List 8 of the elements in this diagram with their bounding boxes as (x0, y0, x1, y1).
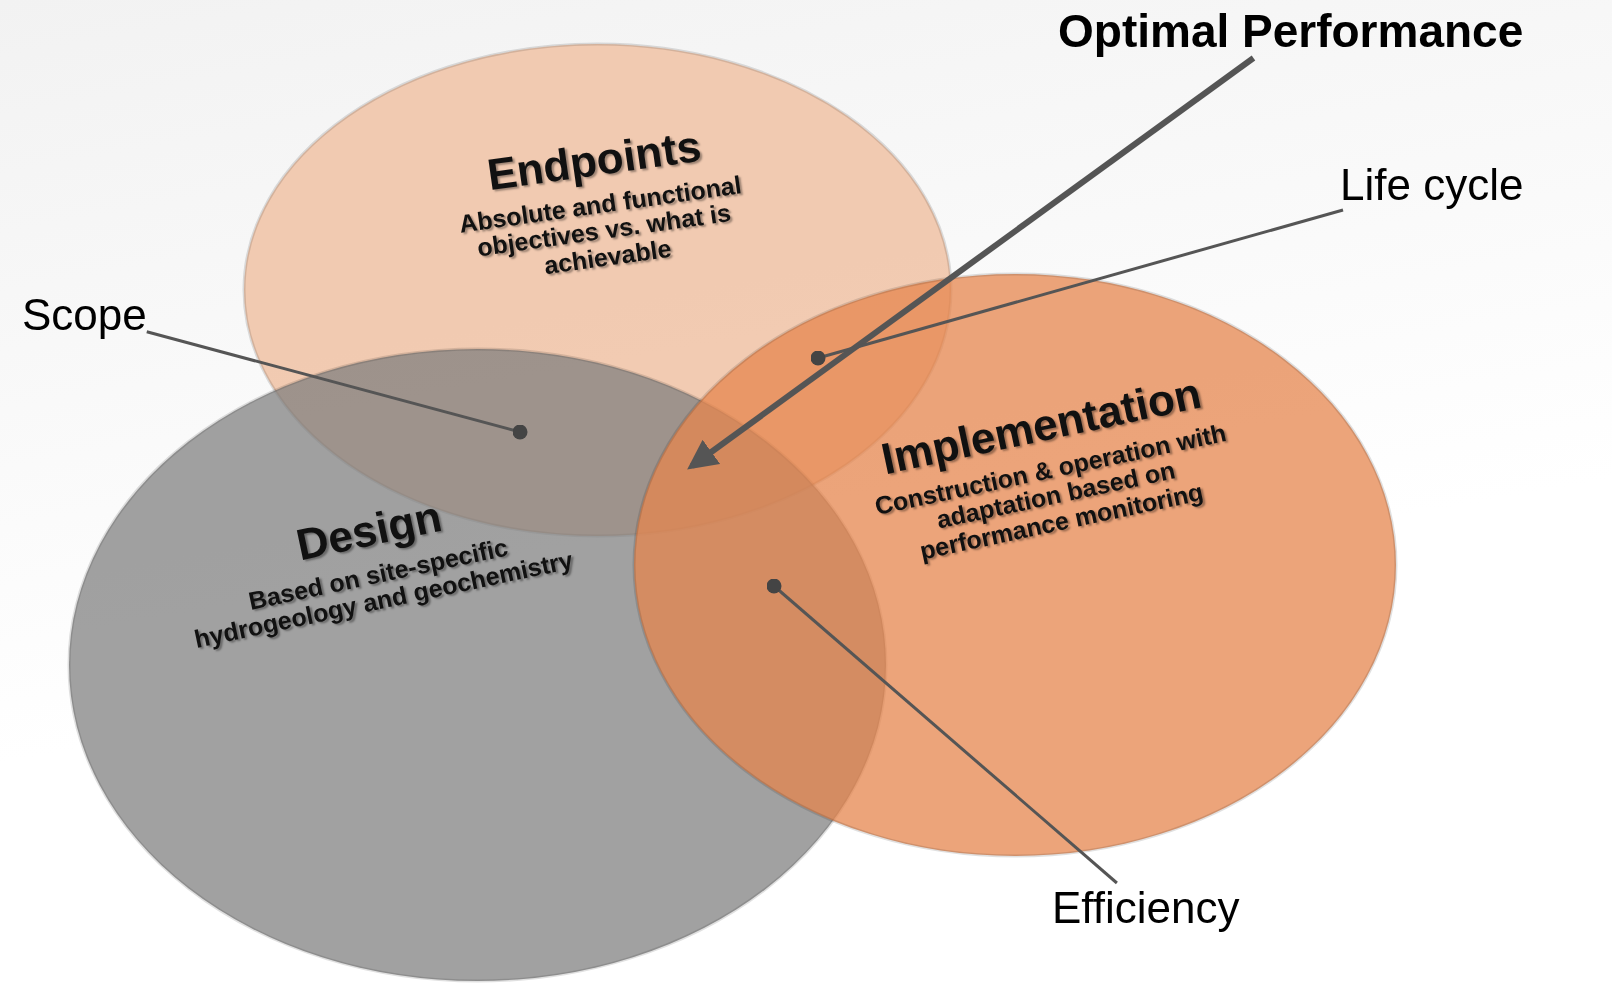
leader-line (687, 55, 1256, 470)
leader-line (146, 330, 528, 440)
callout-label: Scope (22, 290, 147, 340)
callout-label: Optimal Performance (1058, 4, 1524, 58)
callout-label: Life cycle (1340, 160, 1524, 210)
callout-label: Efficiency (1052, 883, 1240, 933)
leader-line (810, 208, 1344, 366)
leader-line (766, 578, 1118, 885)
